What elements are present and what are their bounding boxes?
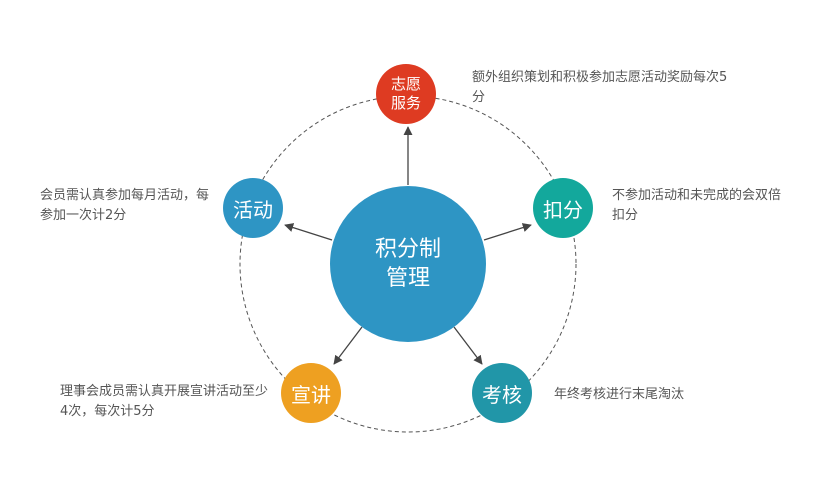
node-volunteer-label-line2: 服务 <box>390 94 421 112</box>
node-assessment-label: 考核 <box>482 382 522 407</box>
arrow-to-koufen <box>483 223 532 241</box>
node-activity: 活动 <box>223 178 283 238</box>
center-label-line2: 管理 <box>385 266 430 291</box>
node-activity-label: 活动 <box>233 197 273 222</box>
node-volunteer-label-line1: 志愿 <box>390 75 421 93</box>
desc-deduction: 不参加活动和未完成的会双倍扣分 <box>612 188 782 223</box>
desc-lecture: 理事会成员需认真开展宣讲活动至少4次，每次计5分 <box>60 384 269 419</box>
center-node: 积分制 管理 <box>330 186 486 342</box>
node-lecture: 宣讲 <box>281 363 341 423</box>
center-label-line1: 积分制 <box>374 237 441 262</box>
arrow-to-huodong <box>284 223 333 241</box>
node-assessment: 考核 <box>472 363 532 423</box>
node-deduction-label: 扣分 <box>543 197 583 222</box>
node-deduction: 扣分 <box>533 178 593 238</box>
node-lecture-label: 宣讲 <box>291 382 331 407</box>
desc-assessment: 年终考核进行末尾淘汰 <box>554 387 685 402</box>
desc-volunteer-service: 额外组织策划和积极参加志愿活动奖励每次5分 <box>472 70 728 105</box>
arrow-to-xuanjiang <box>333 326 363 365</box>
node-volunteer-service: 志愿 服务 <box>376 64 436 124</box>
arrow-to-kaohe <box>453 326 483 365</box>
desc-activity: 会员需认真参加每月活动，每参加一次计2分 <box>40 188 210 223</box>
